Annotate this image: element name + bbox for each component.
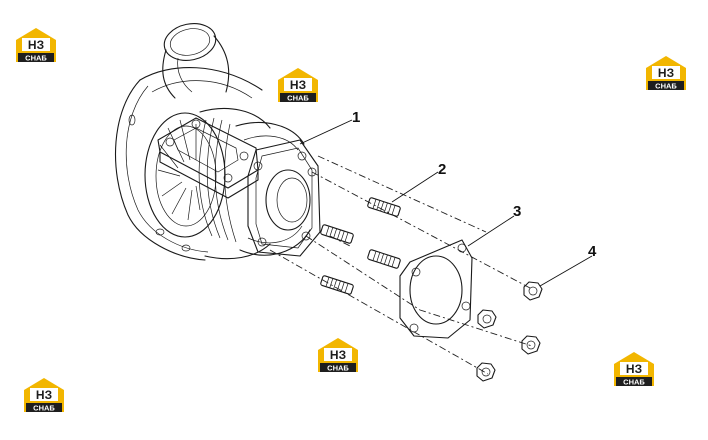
watermark-text: СНАБ: [327, 364, 349, 373]
watermark-logo: НЗ СНАБ: [318, 338, 358, 373]
hex-nut: [477, 309, 497, 329]
watermark-logo: НЗ СНАБ: [278, 68, 318, 103]
watermark-logo: НЗ СНАБ: [16, 28, 56, 63]
watermark-logo: НЗ СНАБ: [24, 378, 64, 413]
hex-nuts: [476, 281, 543, 382]
callout-label-3: 3: [513, 203, 521, 220]
stud-bolt: [367, 249, 401, 269]
watermark-text: СНАБ: [25, 54, 47, 63]
callout-label-2: 2: [438, 161, 446, 178]
watermark-text: СНАБ: [287, 94, 309, 103]
watermark-logo: НЗ СНАБ: [614, 352, 654, 387]
turbocharger-assembly: [115, 23, 321, 261]
leader-line-2: [391, 171, 439, 203]
leader-line-1: [299, 119, 353, 145]
callouts: 1 2 3 4: [299, 109, 597, 287]
leader-line-3: [467, 215, 515, 247]
callout-label-4: 4: [588, 243, 597, 260]
watermark-letters: НЗ: [626, 362, 642, 376]
watermark-letters: НЗ: [28, 38, 44, 52]
assembly-centerlines: [269, 155, 533, 375]
watermark-text: СНАБ: [623, 378, 645, 387]
gasket: [399, 239, 473, 339]
stud-bolt: [320, 224, 354, 244]
watermark-letters: НЗ: [658, 66, 674, 80]
stud-bolt: [320, 275, 354, 295]
watermark-logo: НЗ СНАБ: [646, 56, 686, 91]
hex-nut: [523, 281, 543, 301]
leader-line-4: [539, 255, 593, 287]
watermark-letters: НЗ: [330, 348, 346, 362]
watermark-text: СНАБ: [33, 404, 55, 413]
watermark-text: СНАБ: [655, 82, 677, 91]
hex-nut: [476, 362, 496, 382]
callout-label-1: 1: [352, 109, 360, 126]
stud-bolts: [320, 197, 401, 295]
stud-bolt: [367, 197, 401, 217]
watermark-letters: НЗ: [36, 388, 52, 402]
watermark-letters: НЗ: [290, 78, 306, 92]
hex-nut: [521, 335, 541, 355]
